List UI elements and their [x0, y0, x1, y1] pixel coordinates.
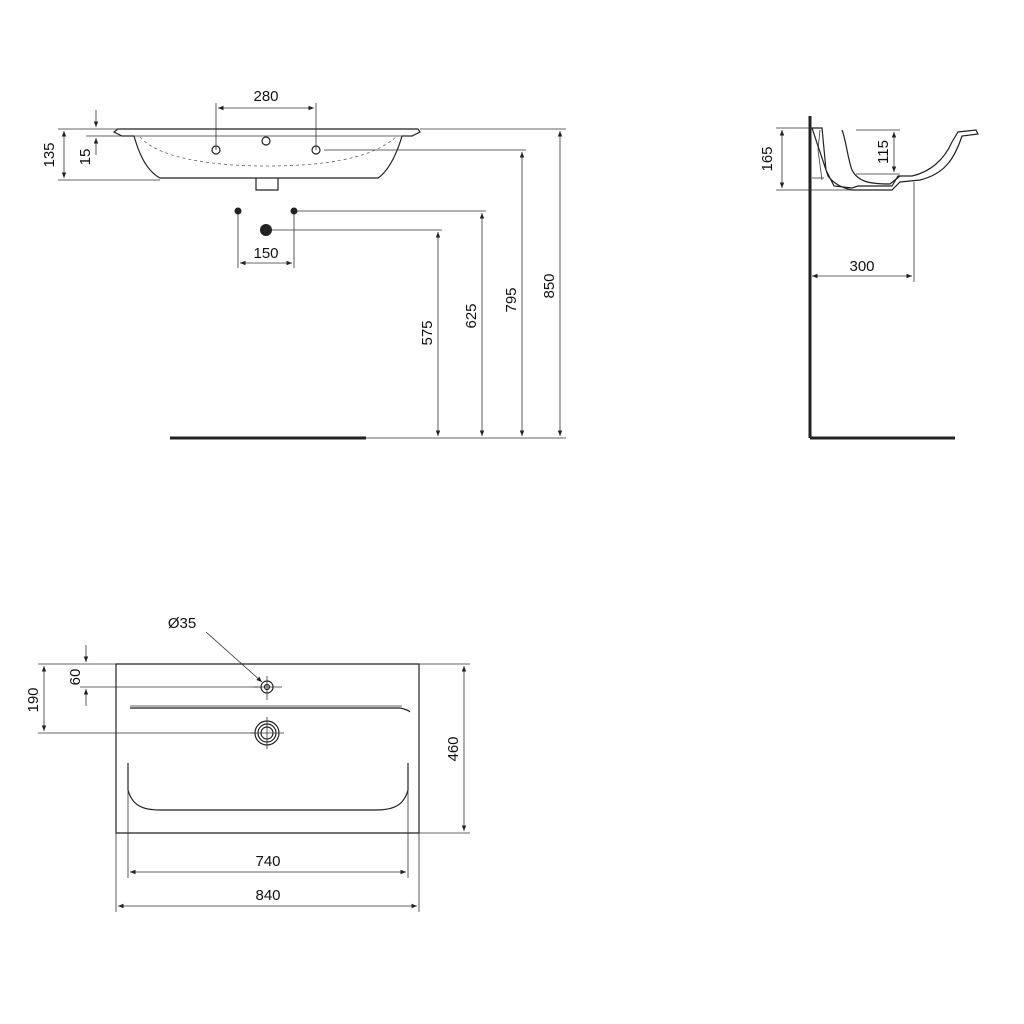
waste-outlet — [255, 178, 279, 191]
basin-side-profile — [811, 127, 979, 191]
dim-overflow-height: 795 — [503, 287, 520, 312]
dim-tap-hole-spacing: 280 — [253, 88, 278, 105]
dim-tap-hole-offset: 60 — [67, 669, 84, 686]
dim-bowl-depth: 115 — [875, 140, 892, 164]
basin-plan-bowl — [127, 763, 409, 811]
waste-connection — [260, 224, 272, 236]
front-view: 280 135 15 150 575 625 795 850 — [41, 88, 566, 440]
dim-bowl-width: 740 — [255, 853, 280, 870]
dim-overall-depth: 460 — [445, 736, 462, 761]
side-view: 165 115 300 — [759, 116, 979, 440]
dim-overall-height: 135 — [41, 142, 58, 167]
supply-right — [290, 207, 298, 215]
dim-rim-height: 850 — [541, 273, 558, 298]
dim-waste-height: 575 — [419, 320, 436, 345]
dim-basin-depth: 165 — [759, 146, 776, 171]
dim-waste-projection: 300 — [849, 258, 874, 275]
dim-supply-spacing: 150 — [253, 245, 278, 262]
dim-supply-height: 625 — [463, 303, 480, 328]
dim-waste-offset: 190 — [25, 687, 42, 712]
plan-view: Ø35 60 190 460 740 840 — [25, 615, 470, 912]
basin-bowl-curve — [139, 136, 397, 167]
tap-hole-centre — [261, 136, 271, 146]
basin-side-inner — [841, 129, 901, 185]
dim-overall-width: 840 — [255, 887, 280, 904]
dim-rim-offset: 15 — [77, 149, 94, 166]
dim-tap-hole-diameter: Ø35 — [168, 615, 196, 632]
supply-left — [234, 207, 242, 215]
